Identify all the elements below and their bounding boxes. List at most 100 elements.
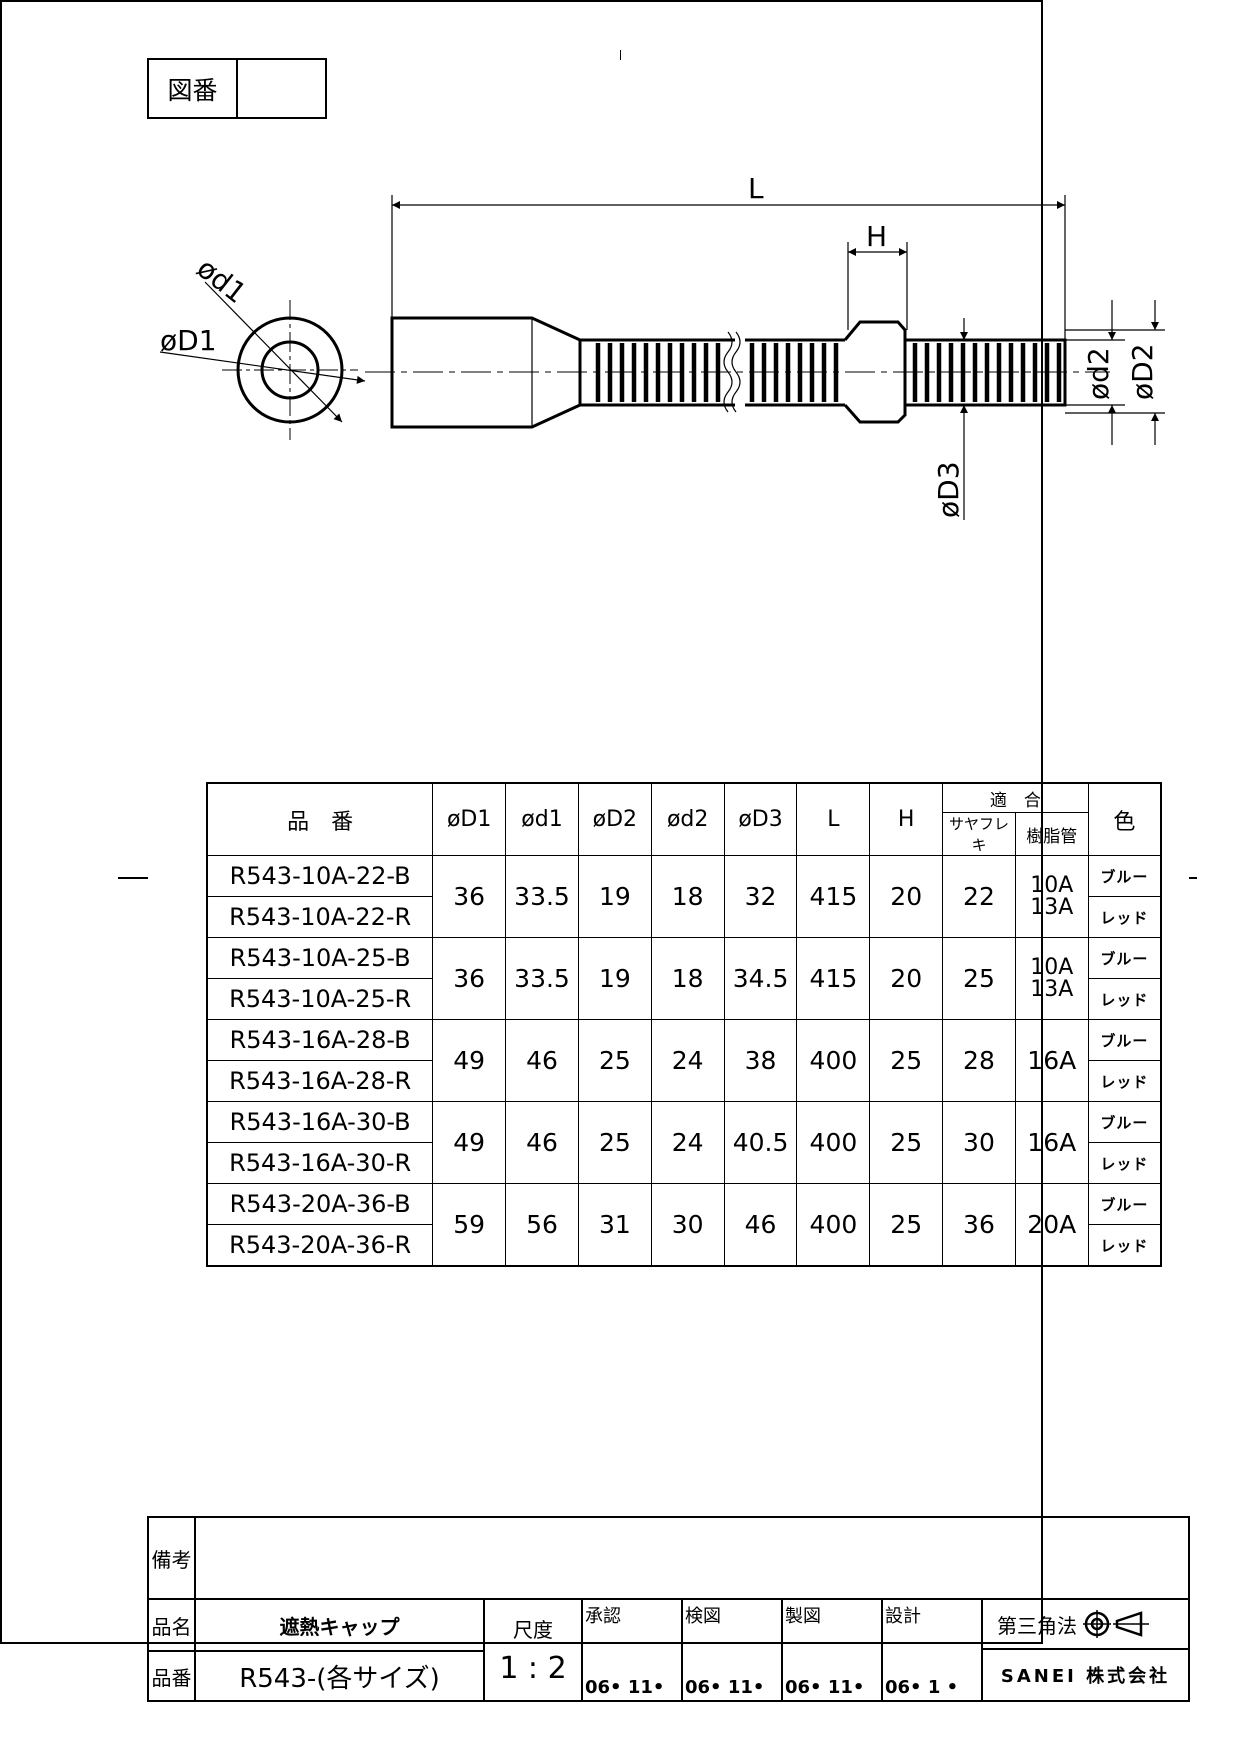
cell-resin: 16A — [1014, 1019, 1089, 1102]
cell-H: 20 — [869, 937, 944, 1020]
dim-D3: øD3 — [932, 461, 965, 518]
cell-color: レッド — [1087, 1060, 1162, 1102]
cell-D2: 25 — [577, 1019, 652, 1102]
table-row: R543-20A-36-B 59 56 31 30 46 400 25 36 2… — [206, 1183, 1162, 1267]
cell-d2: 24 — [650, 1101, 725, 1184]
cell-L: 400 — [796, 1183, 871, 1267]
cell-color: レッド — [1087, 978, 1162, 1020]
center-mark-top — [620, 50, 621, 60]
cell-saya: 22 — [942, 855, 1016, 938]
cell-L: 400 — [796, 1019, 871, 1102]
projection-label: 第三角法 — [997, 1613, 1077, 1638]
dimension-lines — [391, 195, 1165, 520]
drawn-cell: 製図 06• 11• — [781, 1598, 883, 1702]
cell-D1: 36 — [432, 937, 507, 1020]
designed-cell: 設計 06• 1 • — [881, 1598, 983, 1702]
approved-cell: 承認 06• 11• — [581, 1598, 683, 1702]
cell-D2: 19 — [577, 937, 652, 1020]
cell-D3: 46 — [723, 1183, 798, 1267]
technical-drawing: L H ød1 øD1 ød2 øD2 øD3 — [159, 172, 1165, 520]
name-label-cell: 品名 — [147, 1598, 196, 1652]
designed-label: 設計 — [885, 1606, 921, 1627]
cell-resin: 16A — [1014, 1101, 1089, 1184]
dim-d2: ød2 — [1082, 347, 1115, 400]
cell-saya: 28 — [942, 1019, 1016, 1102]
cell-d1: 46 — [505, 1101, 579, 1184]
part-number: R543-16A-30-R — [206, 1142, 434, 1184]
header-part-no: 品 番 — [206, 782, 434, 856]
cell-D2: 25 — [577, 1101, 652, 1184]
dim-H: H — [866, 220, 887, 253]
header-H: H — [869, 782, 944, 856]
cell-H: 25 — [869, 1183, 944, 1267]
dim-d1: ød1 — [191, 252, 253, 310]
cell-D2: 19 — [577, 855, 652, 938]
cell-d1: 33.5 — [505, 937, 579, 1020]
cell-d1: 46 — [505, 1019, 579, 1102]
part-number: R543-10A-25-R — [206, 978, 434, 1020]
spec-table: 品 番 øD1 ød1 øD2 ød2 øD3 L H 適 合 色 サヤフレキ … — [206, 782, 1162, 1267]
part-number: R543-20A-36-B — [206, 1183, 434, 1225]
part-number: R543-20A-36-R — [206, 1224, 434, 1267]
cell-d2: 24 — [650, 1019, 725, 1102]
table-row: R543-10A-22-B 36 33.5 19 18 32 415 20 22… — [206, 855, 1162, 938]
part-number: R543-16A-28-R — [206, 1060, 434, 1102]
name-label: 品名 — [151, 1614, 192, 1639]
approved-label: 承認 — [585, 1606, 621, 1627]
cell-H: 25 — [869, 1019, 944, 1102]
company-cell: SANEI 株式会社 — [981, 1648, 1190, 1702]
part-number: R543-10A-25-B — [206, 937, 434, 979]
remarks-label-cell: 備考 — [147, 1516, 196, 1600]
cell-resin: 10A 13A — [1014, 855, 1089, 938]
cell-L: 400 — [796, 1101, 871, 1184]
header-L: L — [796, 782, 871, 856]
scale-label: 尺度 — [513, 1618, 553, 1642]
cell-d2: 18 — [650, 937, 725, 1020]
number-value-cell: R543-(各サイズ) — [194, 1650, 485, 1702]
drawing-number-value-cell — [236, 58, 327, 119]
drawn-date: 06• 11• — [785, 1677, 865, 1698]
table-row: R543-10A-25-B 36 33.5 19 18 34.5 415 20 … — [206, 937, 1162, 1020]
header-color: 色 — [1087, 782, 1162, 856]
center-mark-right — [1189, 877, 1197, 879]
part-number: R543-16A-28-B — [206, 1019, 434, 1061]
cell-color: レッド — [1087, 896, 1162, 938]
cell-L: 415 — [796, 855, 871, 938]
cell-saya: 36 — [942, 1183, 1016, 1267]
cell-D1: 49 — [432, 1101, 507, 1184]
cell-D1: 49 — [432, 1019, 507, 1102]
cell-d2: 30 — [650, 1183, 725, 1267]
table-row: R543-20A-36-R レッド — [206, 1224, 1162, 1267]
cell-D3: 34.5 — [723, 937, 798, 1020]
cell-D1: 59 — [432, 1183, 507, 1267]
company-name: SANEI 株式会社 — [1000, 1666, 1171, 1687]
projection-cell: 第三角法 — [981, 1598, 1190, 1650]
product-name: 遮熱キャップ — [279, 1614, 400, 1639]
product-number: R543-(各サイズ) — [239, 1663, 440, 1694]
cell-saya: 30 — [942, 1101, 1016, 1184]
cell-color: レッド — [1087, 1142, 1162, 1184]
table-row: R543-10A-25-R レッド — [206, 978, 1162, 1020]
cell-D3: 40.5 — [723, 1101, 798, 1184]
cell-saya: 25 — [942, 937, 1016, 1020]
table-row: R543-16A-28-B 49 46 25 24 38 400 25 28 1… — [206, 1019, 1162, 1102]
header-fit-resin: 樹脂管 — [1014, 812, 1089, 856]
header-D1: øD1 — [432, 782, 507, 856]
cell-color: ブルー — [1087, 1019, 1162, 1061]
dim-L: L — [748, 172, 764, 205]
cell-D3: 38 — [723, 1019, 798, 1102]
cell-H: 20 — [869, 855, 944, 938]
checked-label: 検図 — [685, 1606, 721, 1627]
name-value-cell: 遮熱キャップ — [194, 1598, 485, 1652]
header-D2: øD2 — [577, 782, 652, 856]
cell-resin: 10A 13A — [1014, 937, 1089, 1020]
drawing-number-label: 図番 — [167, 75, 218, 105]
cell-color: ブルー — [1087, 1101, 1162, 1143]
scale-cell: 尺度 1 : 2 — [483, 1598, 583, 1702]
cell-color: レッド — [1087, 1224, 1162, 1267]
cell-resin: 20A — [1014, 1183, 1089, 1267]
table-row: R543-16A-30-B 49 46 25 24 40.5 400 25 30… — [206, 1101, 1162, 1184]
header-fit: 適 合 — [942, 782, 1089, 813]
side-view — [365, 316, 1110, 429]
header-subrow: サヤフレキ 樹脂管 — [207, 812, 1161, 856]
